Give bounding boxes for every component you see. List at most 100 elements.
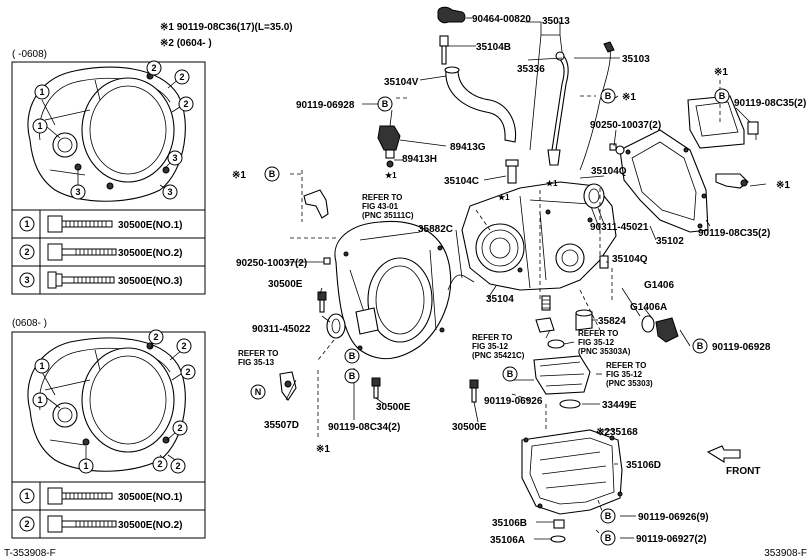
legend-part-upper-1: 30500E(NO.1) (118, 220, 182, 231)
front-arrow-icon (706, 445, 741, 463)
svg-text:B: B (269, 169, 276, 179)
label-35013: 35013 (542, 16, 570, 27)
label-90464-00820: 90464-00820 (472, 14, 531, 25)
callout-2-icon: 2 (174, 69, 190, 85)
callout-2-icon: 2 (148, 329, 164, 345)
legend-upper-bolts: 1 30500E(NO.1) 2 30500E(NO.2) 3 (11, 209, 206, 295)
legend-part-upper-2: 30500E(NO.2) (118, 248, 182, 259)
oil-pan-icon (521, 429, 623, 515)
svg-text:B: B (507, 369, 514, 379)
label-89413H: 89413H (402, 154, 437, 165)
svg-text:3: 3 (172, 153, 177, 163)
gasket-icon (559, 399, 581, 409)
svg-text:2: 2 (24, 519, 29, 529)
transaxle-case-icon (461, 181, 617, 291)
refer-35-13-line1: REFER TO (238, 349, 278, 358)
callout-2-icon: 2 (19, 244, 35, 260)
label-35104B: 35104B (476, 42, 511, 53)
bolt-icon (47, 243, 117, 261)
clip-90464-icon (437, 6, 466, 24)
label-star1-right: ※1 (776, 180, 790, 191)
label-90119-08C34: 90119-08C34(2) (328, 422, 400, 433)
svg-text:2: 2 (181, 341, 186, 351)
bolt-icon (371, 377, 381, 399)
bolt-icon (469, 379, 479, 403)
svg-text:1: 1 (37, 395, 42, 405)
callout-1-icon: 1 (19, 488, 35, 504)
refer-35-12-a-line1: REFER TO (472, 333, 512, 342)
label-35106B: 35106B (492, 518, 527, 529)
label-90311-45021: 90311-45021 (590, 222, 649, 233)
label-35104C: 35104C (444, 176, 479, 187)
svg-text:2: 2 (177, 423, 182, 433)
svg-text:B: B (605, 91, 612, 101)
breather-plug-icon (439, 35, 449, 65)
label-35336: 35336 (517, 64, 545, 75)
footer-code-right: 353908-F (764, 548, 807, 559)
refer-43-01-line2: FIG 43-01 (362, 202, 399, 211)
refer-35-12-b-line3: (PNC 35303A) (578, 347, 631, 356)
bolt-icon (47, 271, 115, 289)
callout-2-icon: 2 (178, 96, 194, 112)
svg-text:1: 1 (83, 461, 88, 471)
refer-35-12-a-line2: FIG 35-12 (472, 342, 509, 351)
svg-text:1: 1 (37, 121, 42, 131)
svg-text:B: B (605, 511, 612, 521)
refer-35-13-line2: FIG 35-13 (238, 358, 275, 367)
drain-plug-icon (553, 519, 565, 529)
label-90119-08C35-b: 90119-08C35(2) (698, 228, 770, 239)
refer-35-12-b-line1: REFER TO (578, 329, 618, 338)
svg-text:1: 1 (24, 219, 29, 229)
clutch-housing-icon (334, 220, 452, 360)
callout-b-icon: B (502, 366, 518, 382)
callout-3-icon: 3 (167, 150, 183, 166)
label-star1-top: ※1 (714, 67, 728, 78)
callout-1-icon: 1 (19, 216, 35, 232)
callout-2-icon: 2 (170, 458, 186, 474)
note-star2: ※2 (0604- ) (160, 38, 212, 49)
label-90119-08C35-a: 90119-08C35(2) (734, 98, 806, 109)
refer-43-01-line3: (PNC 35111C) (362, 211, 414, 220)
label-G1406: G1406 (644, 280, 674, 291)
legend-row-upper-3: 3 30500E(NO.3) (19, 271, 182, 289)
legend-row-upper-2: 2 30500E(NO.2) (19, 243, 182, 261)
callout-2-icon: 2 (180, 364, 196, 380)
housing-sketch-lower (27, 337, 186, 472)
housing-sketch-upper (27, 66, 186, 202)
label-90311-45022: 90311-45022 (252, 324, 311, 335)
bolt-small-icon (609, 143, 617, 151)
callout-3-icon: 3 (70, 184, 86, 200)
label-star1-b: ※1 (622, 92, 636, 103)
svg-text:1: 1 (39, 87, 44, 97)
label-35104V: 35104V (384, 77, 419, 88)
label-90250-10037-a: 90250-10037(2) (590, 120, 661, 131)
legend-row-lower-2: 2 30500E(NO.2) (19, 515, 182, 533)
callout-b-icon: B (600, 88, 616, 104)
callout-1-icon: 1 (34, 84, 50, 100)
label-star1-small-c: ★1 (546, 179, 558, 188)
svg-text:2: 2 (175, 461, 180, 471)
label-30500E-b: 30500E (376, 402, 411, 413)
callout-1-icon: 1 (78, 458, 94, 474)
label-35882C: 35882C (418, 224, 453, 235)
svg-text:3: 3 (167, 187, 172, 197)
label-90119-06926-9: 90119-06926(9) (638, 512, 709, 523)
label-G1406A: G1406A (630, 302, 667, 313)
callout-2-icon: 2 (146, 60, 162, 76)
legend-upper-range: ( -0608) (12, 49, 47, 60)
bolt-icon (47, 487, 113, 505)
label-35507D: 35507D (264, 420, 299, 431)
legend-row-lower-1: 1 30500E(NO.1) (19, 487, 182, 505)
label-35106A: 35106A (490, 535, 525, 546)
bracket-icon (715, 173, 749, 189)
label-35168: ※235168 (596, 427, 638, 438)
callout-2-icon: 2 (19, 516, 35, 532)
svg-text:2: 2 (153, 332, 158, 342)
callout-2-icon: 2 (172, 420, 188, 436)
svg-text:2: 2 (183, 99, 188, 109)
svg-text:B: B (719, 91, 726, 101)
label-35104Q-top: 35104Q (591, 166, 627, 177)
callout-b-icon: B (600, 508, 616, 524)
callout-1-icon: 1 (32, 392, 48, 408)
